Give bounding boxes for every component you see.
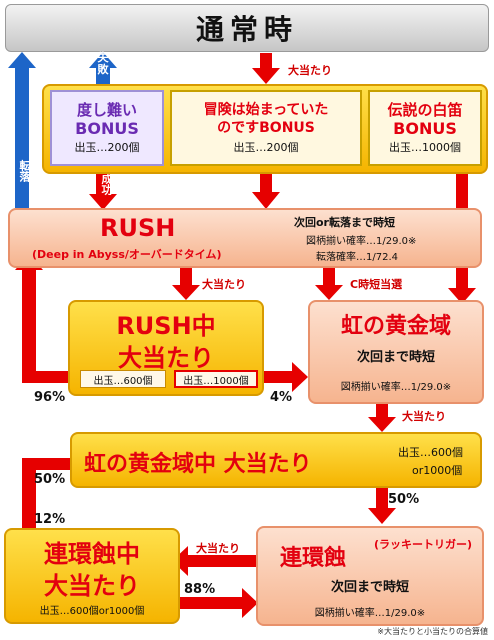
- label-tenraku: 転落: [18, 160, 31, 182]
- page-title: 通常時: [5, 4, 489, 52]
- arrow-c-jitan: [315, 268, 343, 300]
- rush-hit-line1: RUSH中: [116, 312, 216, 340]
- renkan-hit-box: 連環蝕中 大当たり 出玉…600個or1000個: [4, 528, 180, 624]
- footnote: ※大当たりと小当たりの合算値: [377, 627, 488, 636]
- pct-50-down: 50%: [388, 492, 420, 507]
- arrow-96pct: [15, 254, 73, 383]
- renkan-hit-line1: 連環蝕中: [44, 540, 140, 568]
- arrow-rainbow-50-left: [22, 458, 72, 470]
- pct-50-left: 50%: [34, 472, 66, 487]
- pct-96: 96%: [34, 390, 66, 405]
- bonus-shirobue: 伝説の白笛 BONUS 出玉…1000個: [368, 90, 482, 166]
- rush-prob2: 転落確率…1/72.4: [316, 252, 398, 263]
- renkan-box: 連環蝕 (ラッキートリガー) 次回まで時短 図柄揃い確率…1/29.0※: [256, 526, 484, 626]
- rainbow-box: 虹の黄金域 次回まで時短 図柄揃い確率…1/29.0※: [308, 300, 484, 404]
- renkan-title: 連環蝕: [280, 546, 347, 571]
- rush-hit-line2: 大当たり: [118, 344, 214, 372]
- arrow-fail: [89, 52, 117, 88]
- arrow-tenraku: [8, 52, 36, 208]
- arrow-rainbow-hit: [368, 404, 396, 432]
- label-fail: 失敗: [97, 51, 109, 76]
- renkan-tag: (ラッキートリガー): [374, 538, 473, 551]
- bonus-bouken-payout: 出玉…200個: [233, 141, 299, 154]
- label-success: 成功: [100, 173, 113, 195]
- arrow-jackpot-top: [252, 53, 280, 84]
- arrow-renkan-hit: [172, 546, 256, 576]
- pct-88: 88%: [184, 582, 216, 597]
- bonus-bouken-title2: のですBONUS: [217, 120, 315, 136]
- rush-prob1: 図柄揃い確率…1/29.0※: [306, 236, 417, 247]
- bonus-shirobue-title1: 伝説の白笛: [387, 101, 463, 119]
- label-jackpot-renkan: 大当たり: [196, 542, 240, 555]
- label-jackpot-rush: 大当たり: [202, 278, 246, 291]
- bonus-doshi: 度し難い BONUS 出玉…200個: [50, 90, 164, 166]
- bonus-bouken-title1: 冒険は始まっていた: [203, 102, 329, 118]
- arrow-rainbow-50-down: [368, 486, 396, 524]
- rainbow-hit-payout2: or1000個: [412, 464, 463, 477]
- rush-box: RUSH (Deep in Abyss/オーバードタイム) 次回or転落まで時短…: [8, 208, 482, 268]
- rush-hit-payout-b: 出玉…1000個: [174, 370, 258, 388]
- arrow-4pct: [262, 362, 308, 392]
- rainbow-hit-payout1: 出玉…600個: [398, 446, 463, 459]
- rush-note: 次回or転落まで時短: [294, 216, 395, 229]
- rainbow-hit-title: 虹の黄金域中 大当たり: [84, 452, 312, 477]
- rainbow-title: 虹の黄金域: [340, 314, 451, 339]
- bonus-shirobue-payout: 出玉…1000個: [389, 141, 461, 154]
- bonus-doshi-title2: BONUS: [75, 119, 139, 138]
- arrow-success: [89, 172, 117, 210]
- pct-12: 12%: [34, 512, 66, 527]
- rush-subtitle: (Deep in Abyss/オーバードタイム): [32, 248, 222, 261]
- bonus-doshi-payout: 出玉…200個: [74, 141, 140, 154]
- renkan-hit-payout: 出玉…600個or1000個: [39, 606, 145, 617]
- rush-title: RUSH: [100, 214, 176, 242]
- arrow-88pct: [180, 588, 258, 618]
- bonus-bouken: 冒険は始まっていた のですBONUS 出玉…200個: [170, 90, 362, 166]
- label-jackpot-top: 大当たり: [288, 64, 332, 77]
- rainbow-note: 次回まで時短: [356, 350, 435, 365]
- renkan-note: 次回まで時短: [330, 580, 409, 595]
- arrow-12pct: [22, 470, 36, 528]
- label-c-jitan: C時短当選: [350, 278, 403, 291]
- bonus-shirobue-title2: BONUS: [393, 119, 457, 138]
- rush-hit-payout-a: 出玉…600個: [80, 370, 166, 388]
- rainbow-hit-box: 虹の黄金域中 大当たり 出玉…600個 or1000個: [70, 432, 482, 488]
- rainbow-prob: 図柄揃い確率…1/29.0※: [340, 382, 452, 393]
- bonus-doshi-title1: 度し難い: [76, 101, 137, 119]
- renkan-prob: 図柄揃い確率…1/29.0※: [314, 608, 426, 619]
- arrow-rush-hit: [172, 268, 200, 300]
- renkan-hit-line2: 大当たり: [44, 572, 140, 600]
- label-jackpot-rainbow: 大当たり: [402, 410, 446, 423]
- pct-4: 4%: [270, 390, 293, 405]
